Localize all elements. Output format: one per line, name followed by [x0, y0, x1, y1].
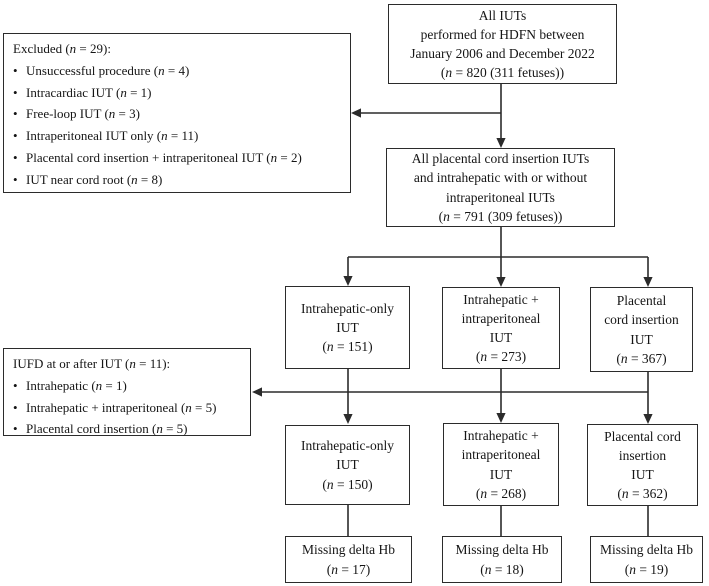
text-line: (n = 150): [322, 476, 373, 492]
bullet-icon: •: [13, 421, 18, 437]
text-line: (n = 151): [322, 339, 373, 355]
text-line: (n = 273): [475, 349, 527, 365]
box-excluded: Excluded (n = 29): • Unsuccessful proced…: [3, 33, 351, 193]
list-item: • Placental cord insertion (n = 5): [13, 418, 241, 440]
text-line: (n = 17): [326, 561, 371, 577]
box-row2-placental-cord-insertion: Placental cord insertion IUT (n = 362): [587, 424, 698, 506]
box-row3-missing-delta-hb-1: Missing delta Hb (n = 17): [285, 536, 412, 583]
list-item-text: Placental cord insertion + intraperitone…: [26, 150, 302, 166]
text-line: January 2006 and December 2022: [410, 46, 595, 61]
text-line: Intrahepatic-only: [301, 438, 394, 454]
text-line: IUT: [489, 466, 513, 482]
list-item: • Placental cord insertion + intraperito…: [13, 147, 341, 169]
text-line: intraperitoneal IUTs: [446, 189, 555, 205]
list-item-text: Intracardiac IUT (n = 1): [26, 84, 152, 100]
list-item: • Intracardiac IUT (n = 1): [13, 82, 341, 104]
bullet-icon: •: [13, 84, 18, 100]
list-item: • Free-loop IUT (n = 3): [13, 103, 341, 125]
arrowhead-excluded: [351, 108, 361, 118]
arrowhead-row1-col1: [343, 276, 353, 286]
box-row1-intrahepatic-only: Intrahepatic-only IUT (n = 151): [285, 286, 410, 369]
bullet-icon: •: [13, 150, 18, 166]
list-item: • Intraperitoneal IUT only (n = 11): [13, 125, 341, 147]
text-line: IUT: [630, 331, 653, 347]
box-row3-missing-delta-hb-2: Missing delta Hb (n = 18): [442, 536, 562, 583]
arrowhead-row1-col2: [496, 277, 506, 287]
arrowhead-cohort: [496, 138, 506, 148]
bullet-icon: •: [13, 399, 18, 415]
arrowhead-row2-col3: [643, 414, 653, 424]
box-row3-missing-delta-hb-3: Missing delta Hb (n = 19): [590, 536, 703, 583]
bullet-icon: •: [13, 128, 18, 144]
text-line: cord insertion: [604, 312, 679, 328]
list-item-text: Intrahepatic + intraperitoneal (n = 5): [26, 399, 217, 415]
text-line: insertion: [618, 447, 667, 463]
text-line: (n = 367): [616, 350, 667, 366]
text-line: IUT: [489, 330, 513, 345]
text-line: (n = 268): [475, 485, 527, 501]
text-line: (n = 19): [624, 561, 669, 577]
arrowhead-row2-col2: [496, 413, 506, 423]
box-row2-intrahepatic-intraperitoneal: Intrahepatic + intraperitoneal IUT (n = …: [443, 423, 559, 506]
text-line: intraperitoneal: [461, 310, 541, 326]
iufd-title: IUFD at or after IUT (n = 11):: [13, 356, 171, 371]
arrowhead-row2-col1: [343, 414, 353, 424]
box-row2-intrahepatic-only: Intrahepatic-only IUT (n = 150): [285, 425, 410, 505]
text-line: IUT: [336, 319, 359, 335]
text-line: Missing delta Hb: [455, 542, 549, 558]
text-line: All IUTs: [478, 7, 527, 23]
box-iufd: IUFD at or after IUT (n = 11): • Intrahe…: [3, 348, 251, 436]
list-item: • Intrahepatic + intraperitoneal (n = 5): [13, 397, 241, 419]
text-line: Intrahepatic +: [463, 291, 539, 307]
list-item-text: IUT near cord root (n = 8): [26, 171, 163, 187]
bullet-icon: •: [13, 377, 18, 393]
text-line: Placental: [616, 293, 667, 309]
box-all-iuts: All IUTs performed for HDFN between Janu…: [388, 4, 617, 84]
box-cohort: All placental cord insertion IUTs and in…: [386, 148, 615, 227]
text-line: Missing delta Hb: [600, 542, 693, 558]
text-line: Placental cord: [604, 428, 681, 444]
list-item: • Unsuccessful procedure (n = 4): [13, 60, 341, 82]
text-line: All placental cord insertion IUTs: [411, 151, 590, 167]
text-line: (n = 791 (309 fetuses)): [438, 208, 563, 224]
bullet-icon: •: [13, 62, 18, 78]
list-item-text: Intrahepatic (n = 1): [26, 377, 127, 393]
excluded-title: Excluded (n = 29):: [13, 41, 111, 56]
arrowhead-iufd: [252, 387, 262, 397]
text-line: Intrahepatic +: [463, 428, 539, 444]
arrowhead-row1-col3: [643, 277, 653, 287]
text-line: performed for HDFN between: [420, 26, 585, 42]
text-line: (n = 362): [617, 486, 668, 502]
list-item-text: Intraperitoneal IUT only (n = 11): [26, 128, 199, 144]
box-row1-intrahepatic-intraperitoneal: Intrahepatic + intraperitoneal IUT (n = …: [442, 287, 560, 369]
text-line: (n = 820 (311 fetuses)): [440, 65, 565, 81]
text-line: Missing delta Hb: [302, 542, 395, 558]
text-line: (n = 18): [480, 561, 524, 577]
box-row1-placental-cord-insertion: Placental cord insertion IUT (n = 367): [590, 287, 693, 372]
text-line: Intrahepatic-only: [301, 300, 394, 316]
list-item: • Intrahepatic (n = 1): [13, 375, 241, 397]
bullet-icon: •: [13, 171, 18, 187]
bullet-icon: •: [13, 106, 18, 122]
text-line: intraperitoneal: [461, 447, 541, 463]
text-line: and intrahepatic with or without: [413, 170, 588, 186]
list-item: • IUT near cord root (n = 8): [13, 169, 341, 191]
list-item-text: Free-loop IUT (n = 3): [26, 106, 140, 122]
list-item-text: Unsuccessful procedure (n = 4): [26, 62, 190, 78]
list-item-text: Placental cord insertion (n = 5): [26, 421, 188, 437]
text-line: IUT: [631, 467, 654, 482]
text-line: IUT: [336, 457, 359, 473]
